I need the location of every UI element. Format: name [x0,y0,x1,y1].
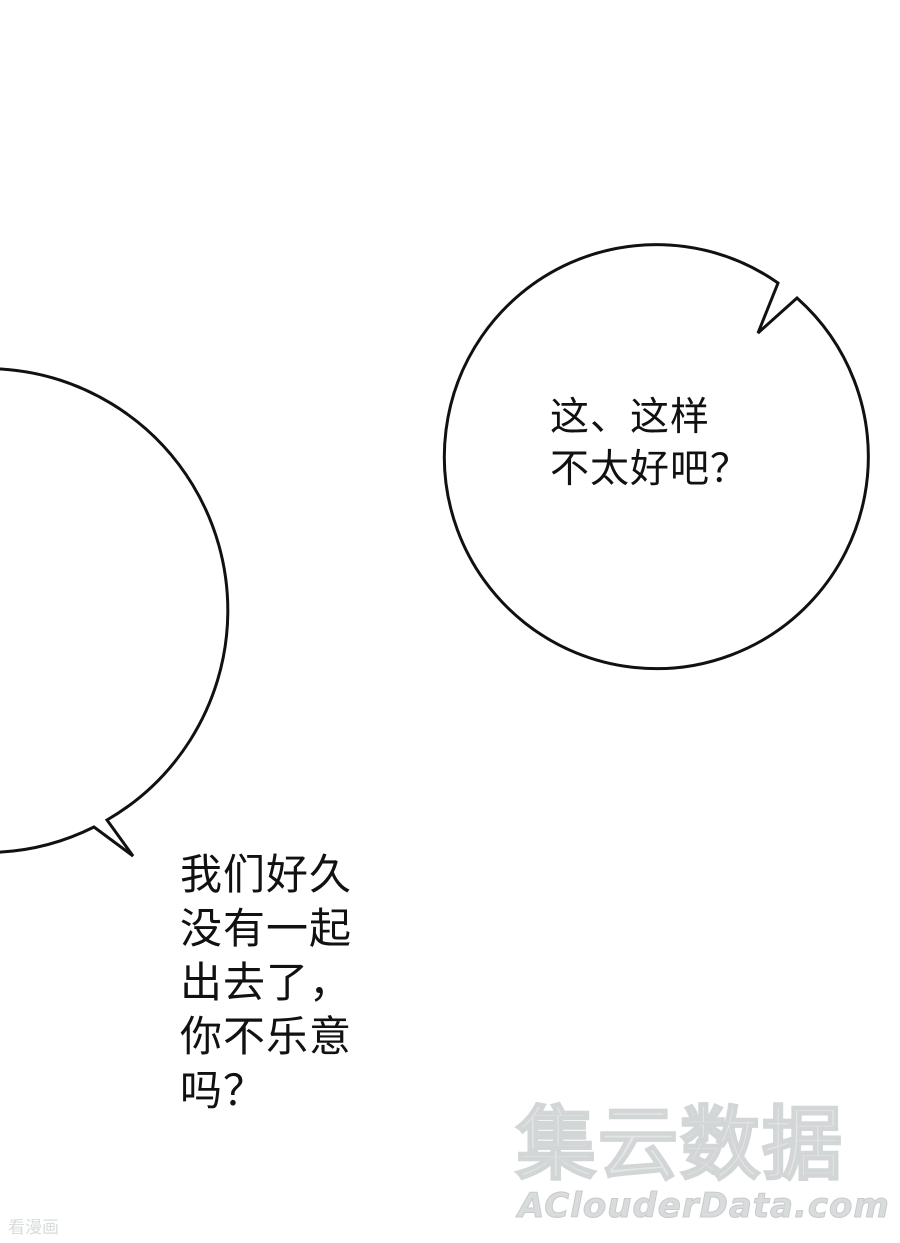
speech-line: 吗？ [180,1066,267,1115]
watermark-url: AClouderData.com [518,1186,890,1227]
speech-line: 我们好久 [180,850,353,899]
speech-line: 这、这样 [550,395,711,440]
speech-line: 没有一起 [180,904,353,953]
speech-bubble-2-text: 我们好久 没有一起 出去了， 你不乐意 吗？ [180,848,352,1118]
corner-logo: 看漫画 [8,1218,59,1238]
speech-bubble-2 [0,367,230,858]
speech-line: 你不乐意 [180,1012,353,1061]
speech-bubble-1-text: 这、这样 不太好吧？ [550,392,750,496]
speech-line: 不太好吧？ [550,447,751,492]
watermark-title: 集云数据 [515,1098,844,1191]
speech-bubble-1 [442,243,870,671]
watermark: 集云数据 AClouderData.com [515,1098,896,1230]
speech-line: 出去了， [180,958,353,1007]
